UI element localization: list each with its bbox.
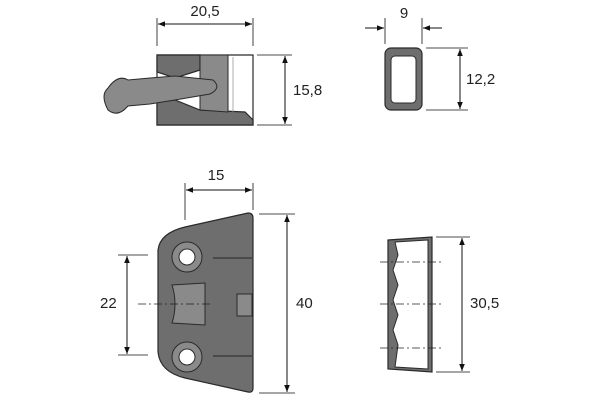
dimension-label-height: 40 xyxy=(296,295,313,312)
screw-icon xyxy=(103,75,218,114)
dimension-label-hole-spacing: 22 xyxy=(100,295,117,312)
dimension-label-width: 9 xyxy=(400,5,408,22)
dimension-label-width: 15 xyxy=(208,167,225,184)
dimension-label-height: 15,8 xyxy=(293,82,322,99)
side-view-with-screw: 20,5 15,8 xyxy=(103,3,322,126)
end-profile-view: 9 12,2 xyxy=(365,5,495,111)
dimension-label-height: 12,2 xyxy=(466,71,495,88)
front-view: 15 22 40 xyxy=(100,167,313,394)
dimension-label-width: 20,5 xyxy=(190,3,219,20)
dimension-label-height: 30,5 xyxy=(470,295,499,312)
side-profile-view: 30,5 xyxy=(380,236,499,373)
